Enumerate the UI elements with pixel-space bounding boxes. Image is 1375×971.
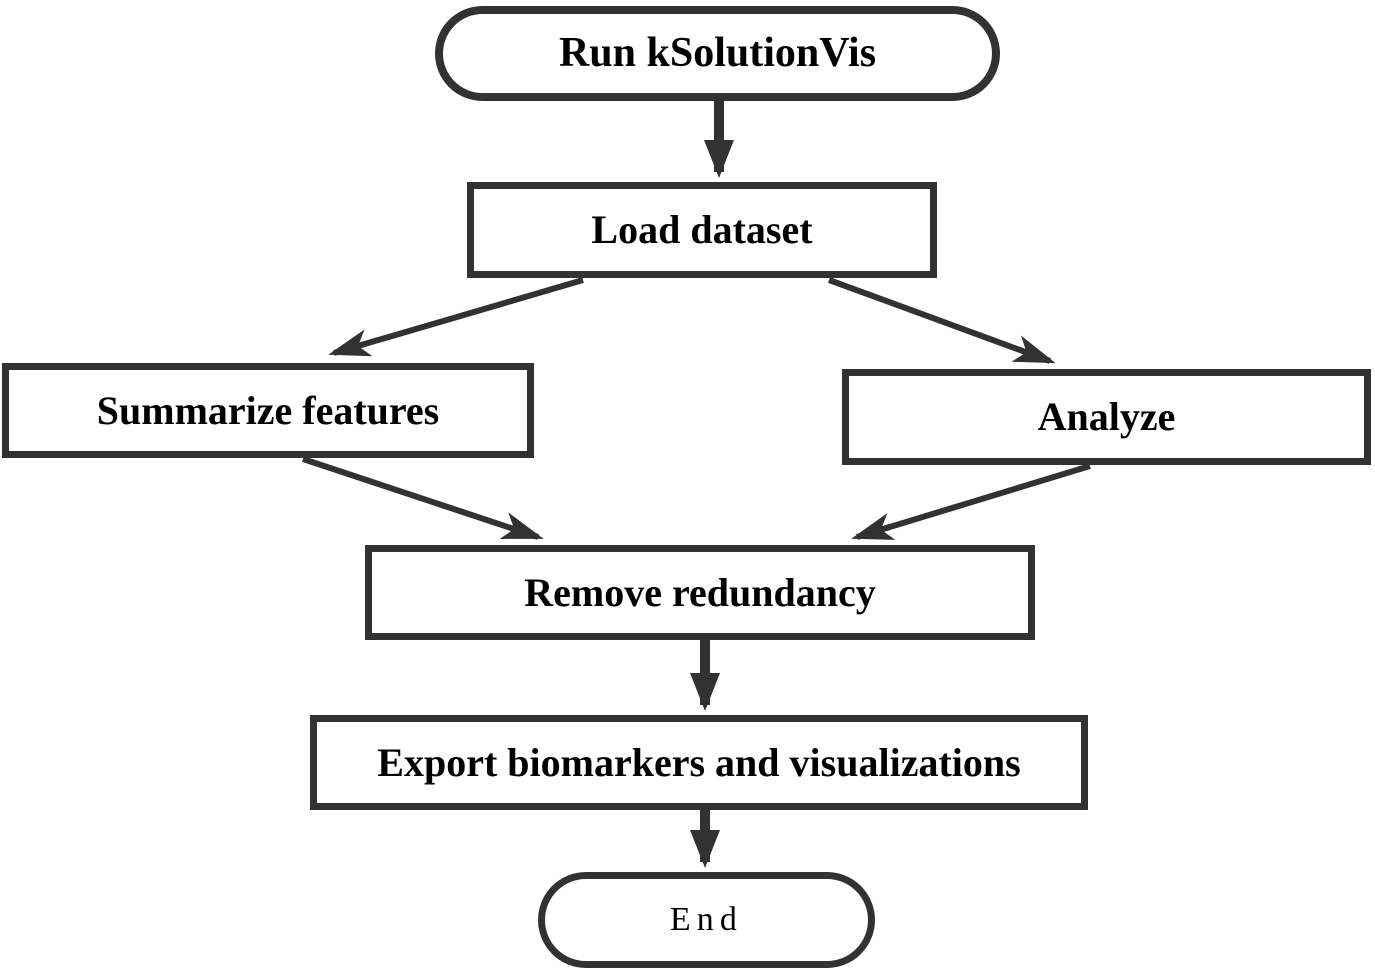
node-remove-redundancy: Remove redundancy — [365, 545, 1035, 640]
node-summarize-features-label: Summarize features — [96, 387, 440, 433]
edge-load-to-summarize — [328, 277, 584, 357]
node-end-label: End — [669, 901, 744, 939]
node-export-biomarkers: Export biomarkers and visualizations — [310, 715, 1088, 810]
node-export-biomarkers-label: Export biomarkers and visualizations — [377, 739, 1021, 785]
node-load-dataset: Load dataset — [467, 182, 937, 278]
node-remove-redundancy-label: Remove redundancy — [524, 569, 876, 615]
node-summarize-features: Summarize features — [2, 363, 534, 458]
node-load-dataset-label: Load dataset — [591, 207, 813, 252]
node-start-terminator: Run kSolutionVis — [435, 6, 1000, 101]
node-start-label: Run kSolutionVis — [558, 30, 877, 77]
node-analyze-label: Analyze — [1037, 394, 1176, 439]
edge-analyze-to-remove — [851, 463, 1091, 540]
node-end-terminator: End — [538, 872, 875, 968]
node-analyze: Analyze — [842, 369, 1371, 465]
edge-summarize-to-remove — [302, 456, 544, 540]
edge-load-to-analyze — [827, 277, 1056, 364]
